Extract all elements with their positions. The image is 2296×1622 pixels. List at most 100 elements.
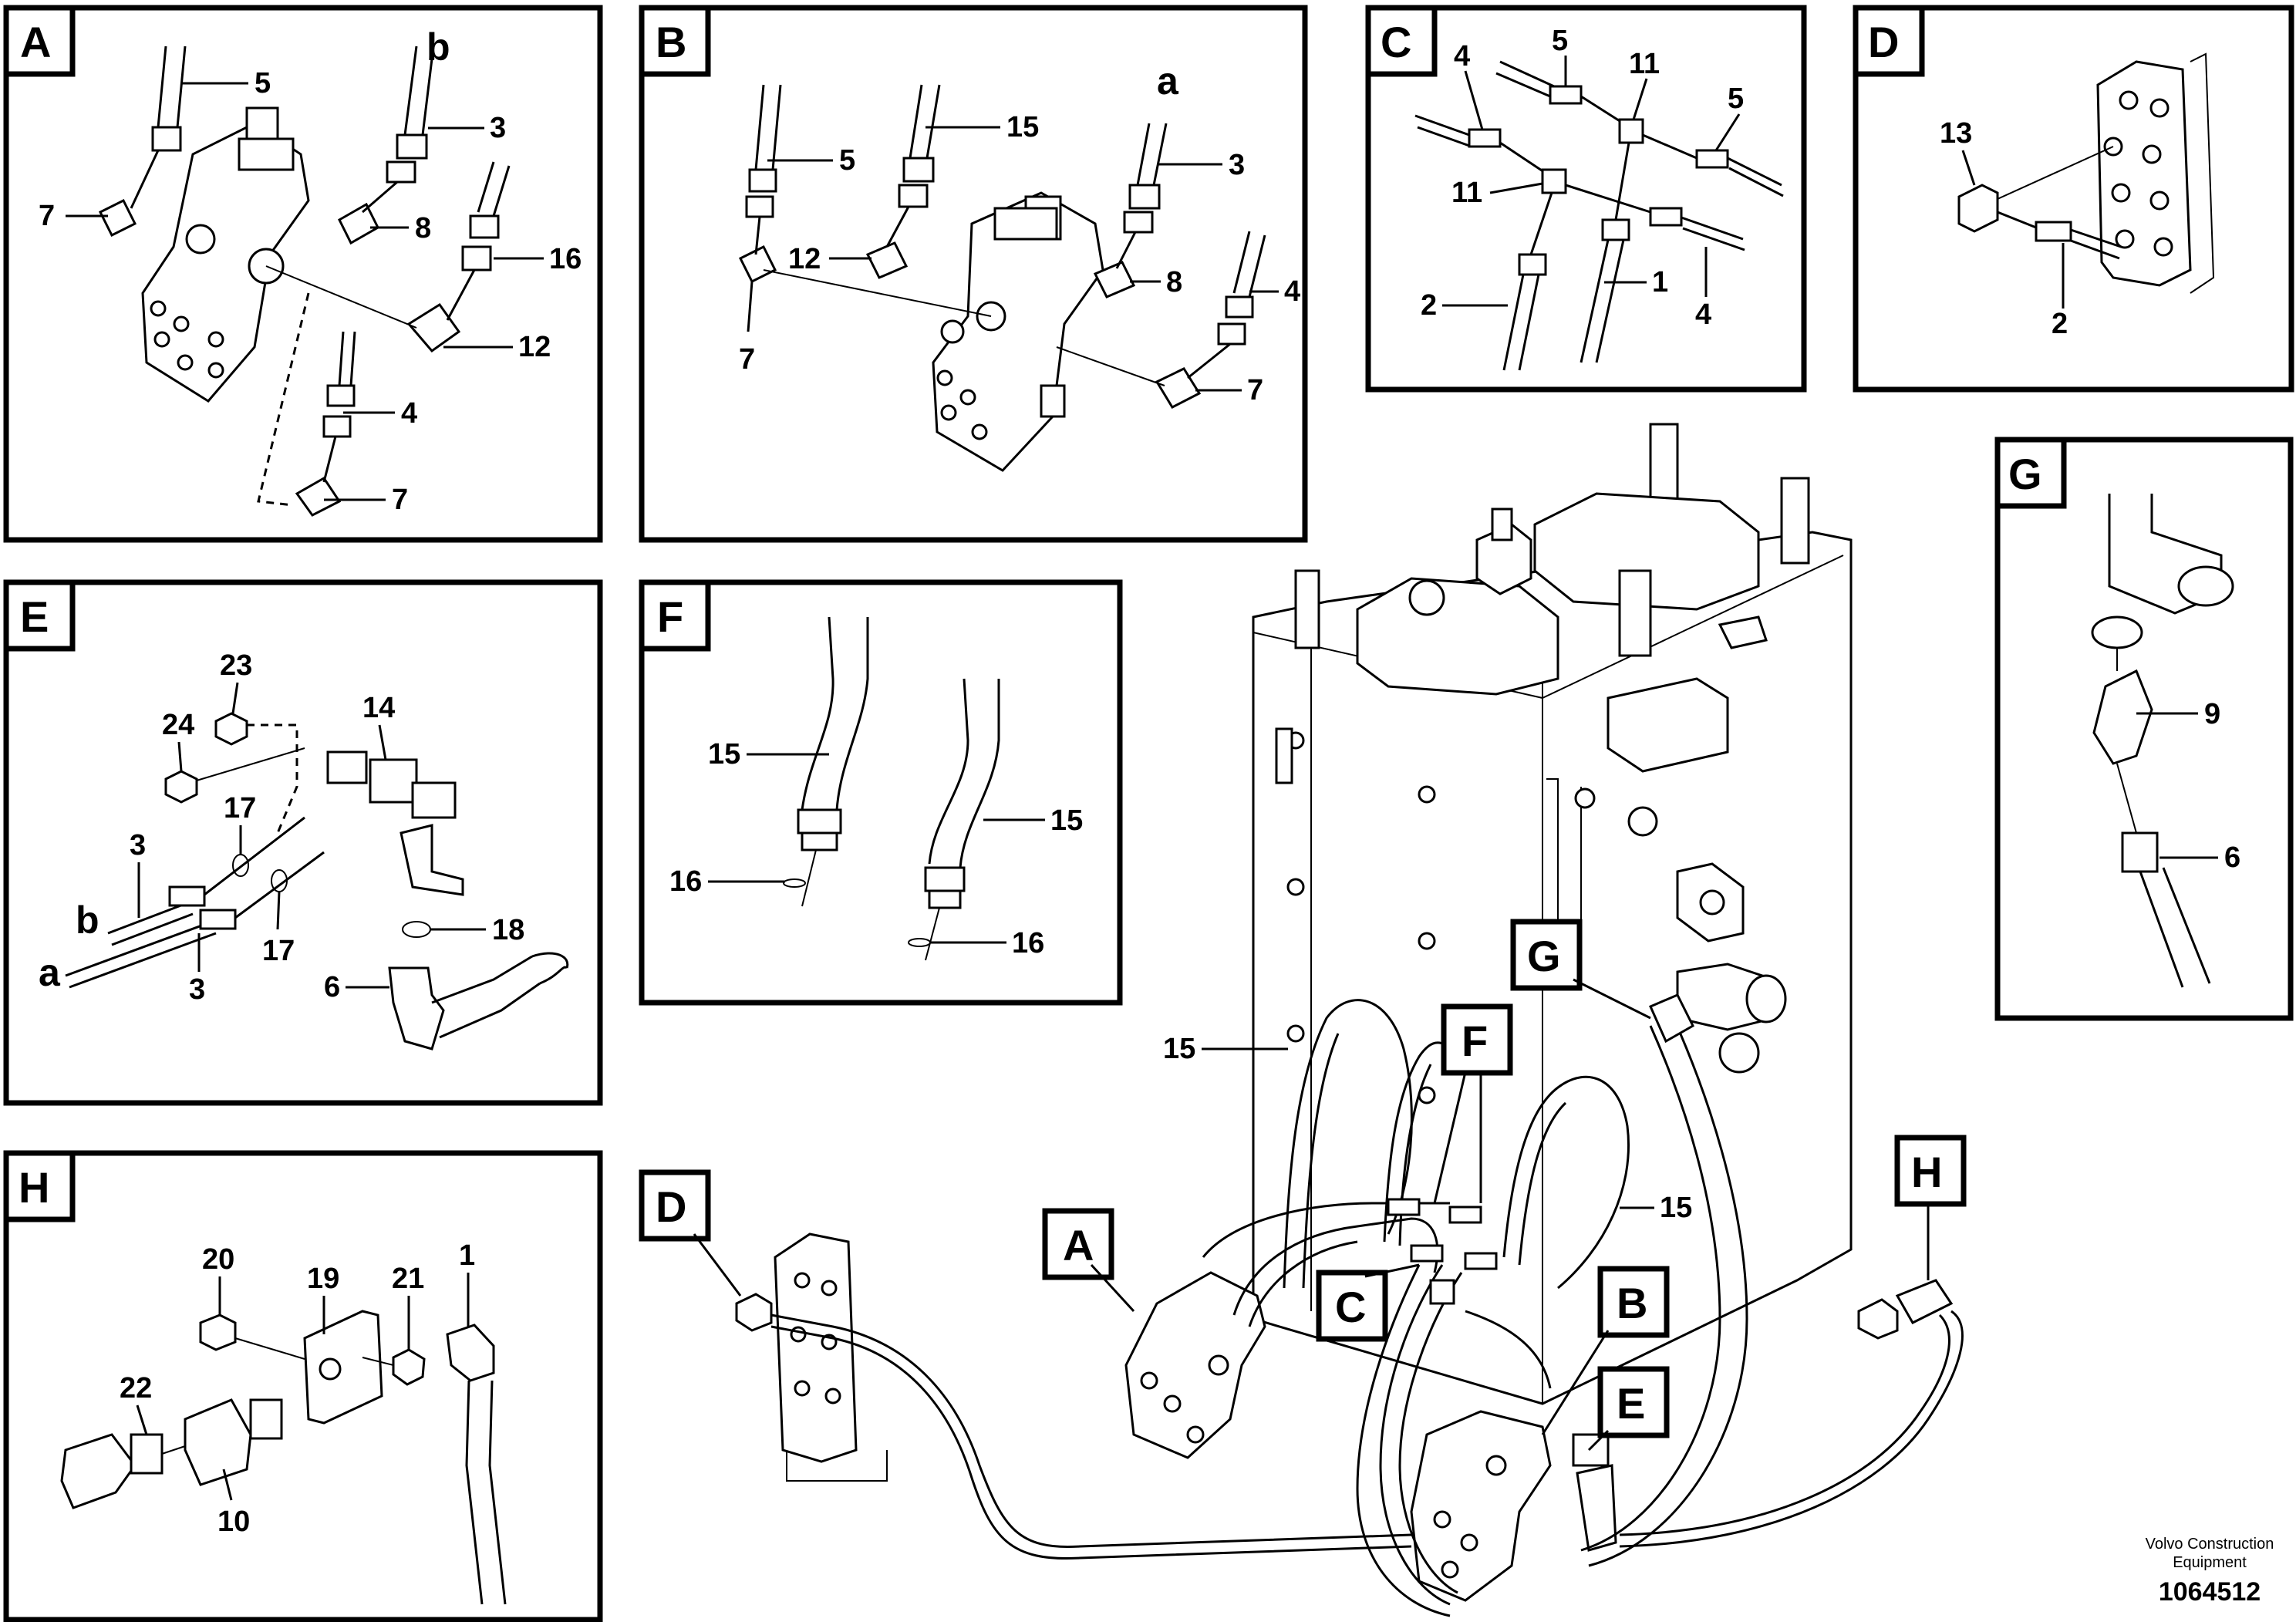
- label-6: 6: [2224, 841, 2240, 874]
- label-8: 8: [415, 212, 431, 244]
- main-hoses: [770, 993, 1964, 1617]
- panel-e-parts: [65, 712, 569, 1050]
- main-assembly: A C F B E D G H 15: [639, 423, 1967, 1617]
- panel-f-hoses: [783, 616, 1000, 961]
- label-7: 7: [1247, 374, 1263, 406]
- label-3: 3: [490, 112, 506, 144]
- label-1: 1: [459, 1239, 475, 1272]
- label-4: 4: [1454, 40, 1470, 73]
- label-17: 17: [262, 935, 295, 967]
- label-7: 7: [739, 343, 755, 376]
- label-15: 15: [1163, 1033, 1195, 1065]
- main-valve-a: [1124, 1271, 1266, 1459]
- label-6: 6: [324, 971, 340, 1003]
- callout-a: A: [1063, 1221, 1094, 1270]
- panel-g: G 9 6: [1994, 437, 2294, 1021]
- label-9: 9: [2204, 698, 2220, 730]
- label-8: 8: [1166, 266, 1182, 298]
- document-number: 1064512: [2159, 1577, 2261, 1607]
- label-22: 22: [120, 1372, 152, 1404]
- label-16: 16: [549, 243, 582, 275]
- label-15: 15: [1006, 111, 1039, 143]
- panel-d-tag: D: [1868, 18, 1899, 66]
- brand-subtitle: Equipment: [2173, 1554, 2247, 1571]
- label-15: 15: [1050, 804, 1083, 837]
- callout-f: F: [1462, 1017, 1488, 1065]
- panel-c-labels: 4 5 11 5 11 2 1 4: [1421, 25, 1744, 331]
- panel-c-hoses: [1414, 60, 1784, 371]
- panel-h: H 20 19 21 1 22 10: [3, 1150, 603, 1622]
- panel-e-labels: 23 24 14 17 3 b a 17 3 18 6: [39, 649, 524, 1006]
- panel-g-tag: G: [2008, 450, 2042, 498]
- label-1: 1: [1652, 266, 1668, 298]
- label-20: 20: [202, 1243, 234, 1276]
- callout-c: C: [1335, 1283, 1366, 1331]
- label-5: 5: [255, 67, 271, 99]
- panel-c-tag: C: [1381, 18, 1411, 66]
- panel-h-parts: [60, 1310, 507, 1605]
- panel-a-valve: [141, 106, 310, 403]
- label-11: 11: [1451, 177, 1482, 209]
- label-5: 5: [839, 144, 855, 177]
- panel-f-tag: F: [657, 592, 683, 641]
- label-23: 23: [220, 649, 252, 682]
- label-4: 4: [1695, 298, 1711, 331]
- panel-g-fitting: [2091, 494, 2234, 988]
- label-18: 18: [492, 914, 524, 946]
- label-12: 12: [518, 331, 551, 363]
- panel-a: A: [3, 5, 603, 543]
- label-a: a: [39, 951, 61, 994]
- label-11: 11: [1629, 48, 1660, 80]
- callout-e: E: [1617, 1379, 1645, 1428]
- callout-h: H: [1911, 1148, 1942, 1196]
- main-block-d: [735, 1233, 888, 1482]
- panel-a-hoses: [98, 46, 511, 517]
- label-17: 17: [224, 792, 256, 824]
- brand-footer: Volvo Construction Equipment 1064512: [2146, 1536, 2274, 1607]
- label-13: 13: [1940, 117, 1972, 150]
- label-7: 7: [392, 484, 408, 516]
- panel-d-labels: 13 2: [1940, 117, 2068, 340]
- label-b: b: [426, 25, 450, 69]
- panel-f-labels: 15 16 15 16: [669, 738, 1083, 959]
- label-3: 3: [1229, 149, 1245, 181]
- panel-d-block: [2096, 52, 2215, 294]
- label-14: 14: [362, 692, 395, 724]
- panel-a-tag: A: [20, 18, 51, 66]
- main-callouts: A C F B E D G H: [639, 919, 1967, 1452]
- label-4: 4: [401, 397, 417, 430]
- callout-d: D: [656, 1182, 686, 1231]
- label-2: 2: [2052, 308, 2068, 340]
- panel-g-labels: 9 6: [2136, 698, 2240, 874]
- main-labels: 15 15: [1163, 1033, 1692, 1224]
- panel-b-hoses: [738, 84, 1266, 409]
- label-15: 15: [1660, 1192, 1692, 1224]
- panel-a-labels: 5 b 3 7 8 16 12 4 7: [39, 25, 582, 516]
- panel-e: E 23 24 14: [3, 579, 603, 1106]
- hydraulic-tank: [1252, 423, 1853, 1405]
- label-10: 10: [217, 1506, 250, 1538]
- label-15: 15: [708, 738, 740, 771]
- panel-h-tag: H: [19, 1163, 49, 1212]
- label-21: 21: [392, 1263, 424, 1295]
- brand-name: Volvo Construction: [2146, 1536, 2274, 1553]
- panel-f: F 15 16 15 16: [639, 579, 1123, 1006]
- label-2: 2: [1421, 289, 1437, 322]
- label-3: 3: [130, 829, 146, 862]
- callout-g: G: [1527, 932, 1561, 980]
- label-b: b: [76, 899, 99, 942]
- label-19: 19: [307, 1263, 339, 1295]
- label-a: a: [1157, 59, 1179, 103]
- panel-h-labels: 20 19 21 1 22 10: [120, 1239, 475, 1538]
- panel-b: B: [639, 5, 1308, 543]
- callout-b: B: [1617, 1279, 1647, 1327]
- panel-d: D 13 2: [1853, 5, 2294, 393]
- panel-c: C 4 5 11: [1365, 5, 1807, 393]
- panel-d-fittings: [1957, 146, 2122, 260]
- panel-b-valve: [932, 191, 1104, 472]
- label-7: 7: [39, 200, 55, 232]
- label-24: 24: [162, 709, 194, 741]
- label-4: 4: [1284, 275, 1300, 308]
- panel-b-tag: B: [656, 18, 686, 66]
